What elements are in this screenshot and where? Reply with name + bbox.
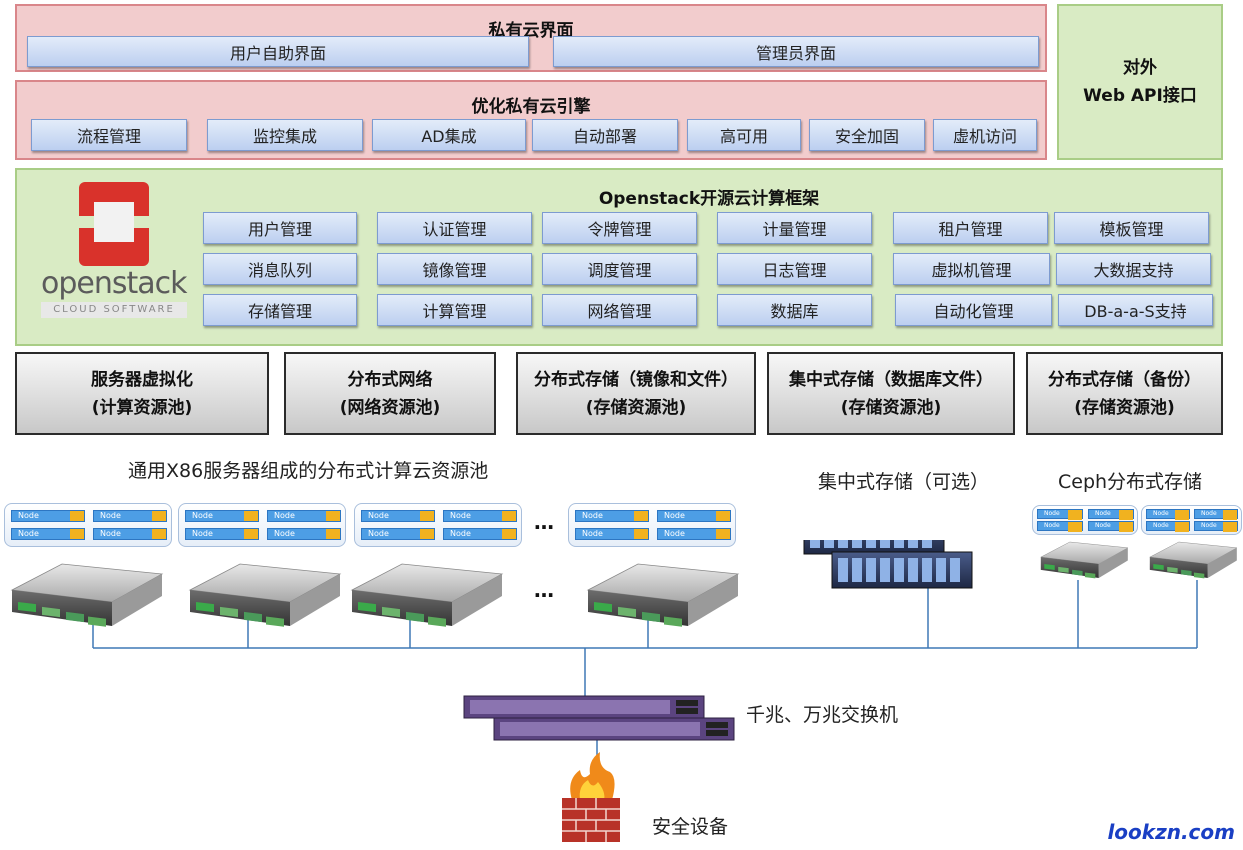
node-chip: Node	[575, 528, 649, 540]
switch-label: 千兆、万兆交换机	[746, 704, 899, 726]
engine-module: 虚机访问	[933, 119, 1037, 151]
engine-module: 自动部署	[532, 119, 678, 151]
node-card: Node Node Node Node	[178, 503, 346, 547]
resource-pool-name: 分布式存储（备份）	[1048, 369, 1201, 390]
central-storage-label: 集中式存储（可选）	[818, 471, 990, 493]
security-device-label: 安全设备	[652, 816, 729, 838]
resource-pool-type: (计算资源池)	[91, 397, 193, 418]
openstack-module: 消息队列	[203, 253, 357, 285]
openstack-module: 用户管理	[203, 212, 357, 244]
node-chip: Node	[93, 528, 167, 540]
resource-pool-type: (存储资源池)	[840, 397, 942, 418]
node-card: Node Node Node Node	[354, 503, 522, 547]
resource-pool-name: 集中式存储（数据库文件）	[789, 369, 993, 390]
openstack-logo-icon	[79, 182, 149, 266]
node-chip: Node	[1194, 521, 1238, 532]
private-cloud-ui-panel: 私有云界面 用户自助界面 管理员界面	[15, 4, 1047, 72]
node-chip: Node	[657, 528, 731, 540]
node-chip: Node	[443, 528, 517, 540]
openstack-module: 租户管理	[893, 212, 1048, 244]
node-chip: Node	[267, 528, 341, 540]
node-chip: Node	[1146, 521, 1190, 532]
openstack-module: 日志管理	[717, 253, 872, 285]
openstack-module: 计算管理	[377, 294, 532, 326]
ceph-storage-label: Ceph分布式存储	[1058, 471, 1203, 493]
openstack-module: 调度管理	[542, 253, 697, 285]
cloud-engine-title: 优化私有云引擎	[471, 97, 591, 117]
ellipsis: …	[534, 510, 554, 534]
openstack-module: 虚拟机管理	[893, 253, 1050, 285]
node-chip: Node	[1146, 509, 1190, 520]
web-api-line1: 对外	[1123, 58, 1157, 78]
openstack-panel: Openstack开源云计算框架 openstack CLOUD SOFTWAR…	[15, 168, 1223, 346]
node-chip: Node	[1037, 521, 1083, 532]
node-chip: Node	[1194, 509, 1238, 520]
openstack-module: 自动化管理	[895, 294, 1052, 326]
resource-pool-type: (存储资源池)	[1074, 397, 1175, 418]
node-card: Node Node Node Node	[4, 503, 172, 547]
openstack-module: 存储管理	[203, 294, 357, 326]
node-chip: Node	[11, 510, 85, 522]
node-chip: Node	[1088, 509, 1134, 520]
engine-module: AD集成	[372, 119, 526, 151]
ceph-node-card: Node Node Node Node	[1032, 505, 1138, 535]
openstack-module: DB-a-a-S支持	[1058, 294, 1213, 326]
engine-module: 流程管理	[31, 119, 187, 151]
ceph-node-card: Node Node Node Node	[1141, 505, 1242, 535]
node-chip: Node	[267, 510, 341, 522]
admin-portal-box: 管理员界面	[553, 36, 1039, 67]
x86-pool-label: 通用X86服务器组成的分布式计算云资源池	[128, 460, 489, 482]
resource-pool-type: (网络资源池)	[339, 397, 441, 418]
node-chip: Node	[575, 510, 649, 522]
openstack-module: 大数据支持	[1056, 253, 1211, 285]
node-chip: Node	[443, 510, 517, 522]
openstack-module: 令牌管理	[542, 212, 697, 244]
engine-module: 高可用	[687, 119, 801, 151]
node-chip: Node	[185, 528, 259, 540]
cloud-engine-panel: 优化私有云引擎 流程管理 监控集成 AD集成 自动部署 高可用 安全加固 虚机访…	[15, 80, 1047, 160]
resource-pool-type: (存储资源池)	[585, 397, 687, 418]
node-chip: Node	[185, 510, 259, 522]
node-chip: Node	[93, 510, 167, 522]
hardware-topology	[11, 540, 1238, 842]
web-api-panel: 对外 Web API接口	[1057, 4, 1223, 160]
web-api-line2: Web API接口	[1083, 86, 1197, 106]
openstack-module: 计量管理	[717, 212, 872, 244]
openstack-logo: openstack CLOUD SOFTWARE	[39, 178, 189, 318]
node-chip: Node	[657, 510, 731, 522]
resource-pool-name: 分布式网络	[347, 369, 433, 390]
resource-pool-name: 服务器虚拟化	[91, 369, 193, 390]
resource-pool-distributed-storage: 分布式存储（镜像和文件） (存储资源池)	[516, 352, 756, 435]
firewall-icon	[562, 752, 620, 842]
openstack-title: Openstack开源云计算框架	[598, 189, 820, 209]
openstack-logo-text: openstack	[41, 266, 188, 301]
resource-pool-compute: 服务器虚拟化 (计算资源池)	[15, 352, 269, 435]
openstack-logo-sub: CLOUD SOFTWARE	[41, 302, 187, 318]
resource-pool-name: 分布式存储（镜像和文件）	[534, 369, 738, 390]
node-chip: Node	[1037, 509, 1083, 520]
openstack-module: 模板管理	[1054, 212, 1209, 244]
node-card: Node Node Node Node	[568, 503, 736, 547]
openstack-module: 镜像管理	[377, 253, 532, 285]
engine-module: 监控集成	[207, 119, 363, 151]
node-chip: Node	[11, 528, 85, 540]
openstack-module: 数据库	[717, 294, 872, 326]
node-chip: Node	[361, 528, 435, 540]
user-portal-box: 用户自助界面	[27, 36, 529, 67]
resource-pool-backup-storage: 分布式存储（备份） (存储资源池)	[1026, 352, 1223, 435]
resource-pool-network: 分布式网络 (网络资源池)	[284, 352, 496, 435]
engine-module: 安全加固	[809, 119, 925, 151]
ellipsis: …	[534, 578, 554, 602]
openstack-module: 认证管理	[377, 212, 532, 244]
node-chip: Node	[361, 510, 435, 522]
node-chip: Node	[1088, 521, 1134, 532]
openstack-module: 网络管理	[542, 294, 697, 326]
resource-pool-central-storage: 集中式存储（数据库文件） (存储资源池)	[767, 352, 1015, 435]
watermark: lookzn.com	[1107, 820, 1235, 844]
